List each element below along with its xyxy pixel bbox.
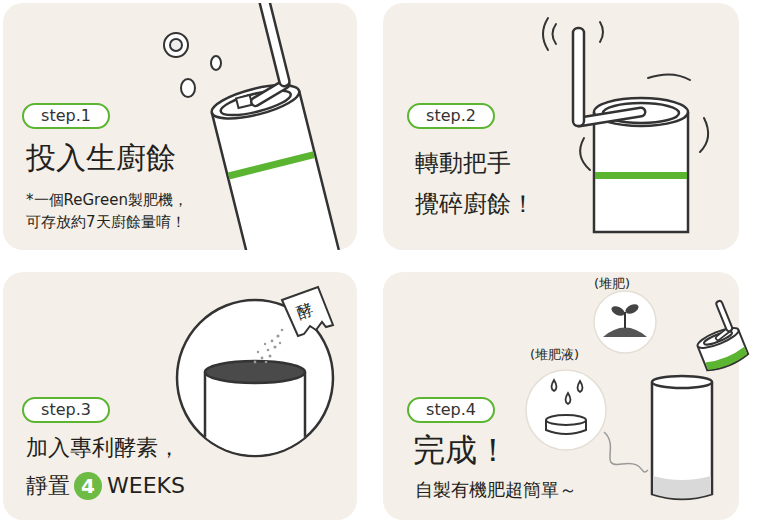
step-badge-text: step.1 [41,108,91,124]
step-badge-text: step.3 [41,402,91,418]
step-badge-text: step.2 [426,108,476,124]
week-number-badge: 4 [74,472,102,500]
step-badge: step.4 [407,397,495,423]
step-badge-text: step.4 [426,402,476,418]
week-number: 4 [81,476,95,496]
step-title: 轉動把手 攪碎廚餘！ [415,143,555,225]
step-title: 完成！ [413,430,509,472]
composter-tilted [187,3,341,250]
step-subtitle: 自製有機肥超簡單～ [415,478,577,501]
liquid-label: (堆肥液) [530,346,579,364]
composter-turning [543,18,708,232]
step-title: 靜置 [26,472,70,501]
compost-label: (堆肥) [594,275,630,293]
step-badge: step.3 [22,397,110,423]
step-title: WEEKS [107,472,185,501]
step-title: 加入專利酵素， [26,434,180,463]
food-scraps [164,33,221,97]
step-title: 投入生廚餘 [26,138,176,177]
step-badge: step.1 [22,103,110,129]
step-badge: step.2 [407,103,495,129]
step-note: *一個ReGreen製肥機，可存放約7天廚餘量唷！ [26,190,226,234]
finished-products [526,291,749,499]
enzyme-closeup [177,287,333,470]
